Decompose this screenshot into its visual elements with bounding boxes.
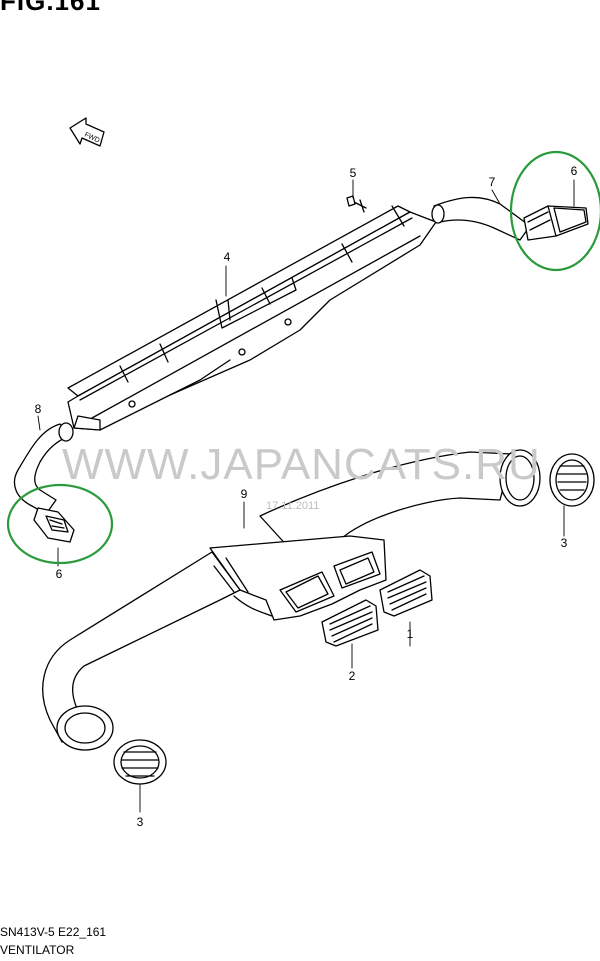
footer-name: VENTILATOR [0,943,75,957]
watermark: WWW.JAPANCATS.RU [62,440,541,489]
callout-8: 8 [34,402,42,416]
callout-2: 2 [348,669,356,683]
highlight-circles [6,150,600,565]
highlight-circle-upper [509,150,600,272]
screw-part-5 [346,195,367,213]
footer-code: SN413V-5 E22_161 [0,925,107,939]
callout-9: 9 [240,487,248,501]
center-vent-part-2 [321,599,379,647]
callout-3-right: 3 [560,536,568,550]
callout-1: 1 [406,627,414,641]
center-vent-part-1 [379,569,433,617]
lower-duct-part-9 [42,449,541,751]
fwd-arrow-icon: FWD [69,117,105,147]
callout-7: 7 [488,175,496,189]
side-vent-part-6-upper [523,205,589,241]
side-hose-part-8 [13,422,74,515]
callout-6-upper: 6 [570,164,578,178]
callout-3-left: 3 [136,815,144,829]
upper-duct-part-4 [67,205,437,431]
side-vent-part-6-lower [33,507,75,543]
figure-title: FIG.161 [0,0,101,16]
round-vent-part-3-right [549,453,595,507]
callout-5: 5 [349,166,357,180]
leader-lines [37,179,575,813]
highlight-circle-lower [6,483,114,565]
callout-6-lower: 6 [55,567,63,581]
side-hose-part-7 [431,196,531,241]
callout-4: 4 [223,250,231,264]
date-stamp: 17.11.2011 [266,500,320,512]
round-vent-part-3-left [113,739,167,785]
